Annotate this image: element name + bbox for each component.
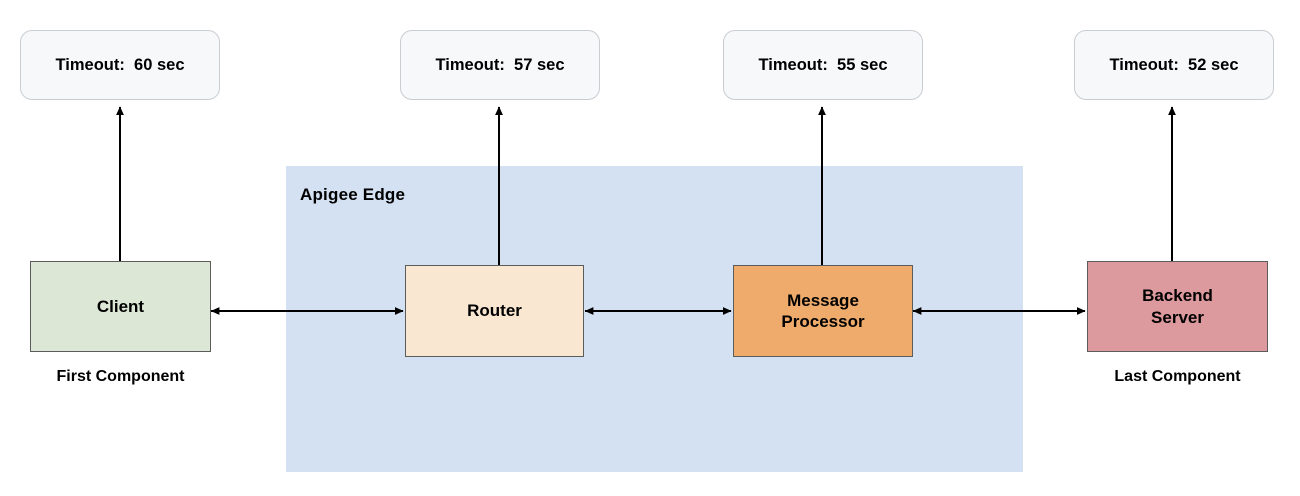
node-router-label: Router [467,301,522,321]
caption-first-component: First Component [56,368,185,385]
node-client[interactable]: Client [30,261,211,352]
node-client-label: Client [96,296,145,316]
node-mp-label-line2: Processor [781,312,865,331]
timeout-box-message-processor: Timeout: 55 sec [723,30,923,100]
node-message-processor-label: Message Processor [781,290,864,333]
node-message-processor[interactable]: Message Processor [733,265,913,357]
caption-last-component: Last Component [1114,368,1241,385]
node-backend-label-line2: Server [1151,307,1204,327]
node-backend-label-line1: Backend [1142,286,1213,306]
timeout-box-router: Timeout: 57 sec [400,30,600,100]
timeout-box-client: Timeout: 60 sec [20,30,220,100]
node-mp-label-line1: Message [787,290,859,310]
node-router[interactable]: Router [405,265,584,357]
apigee-edge-label: Apigee Edge [300,185,406,204]
node-backend-server[interactable]: Backend Server [1087,261,1268,352]
node-backend-server-label: Backend Server [1142,285,1213,328]
timeout-box-backend: Timeout: 52 sec [1074,30,1274,100]
